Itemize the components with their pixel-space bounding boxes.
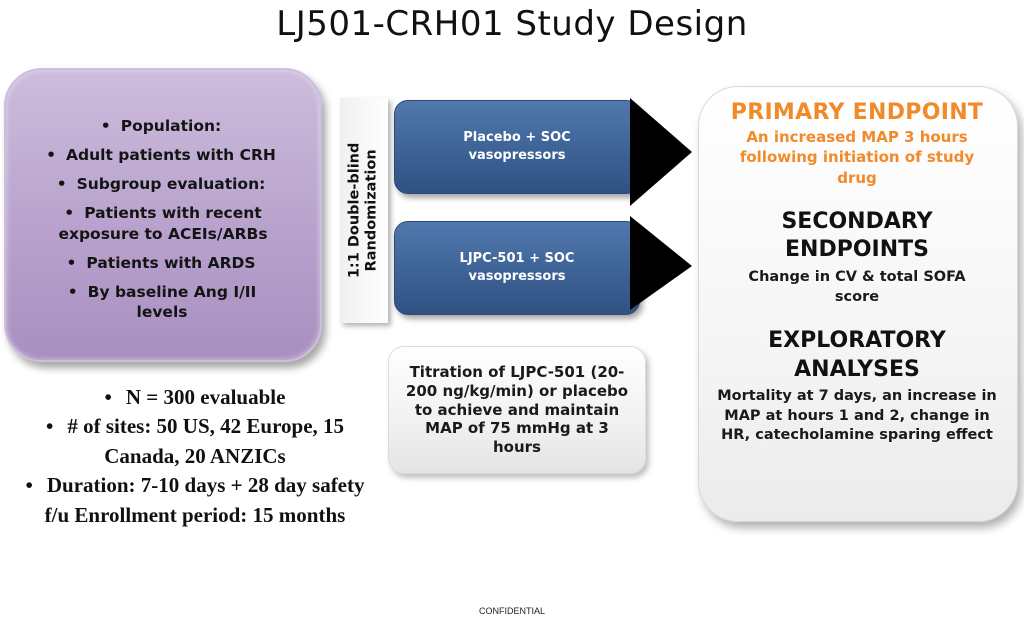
slide-title: LJ501-CRH01 Study Design <box>276 4 748 44</box>
randomization-box <box>340 98 388 323</box>
arm-label-line1: Placebo + SOC <box>463 130 571 146</box>
arrows <box>630 98 692 310</box>
arm-label-line1: LJPC-501 + SOC <box>459 251 575 267</box>
study-facts-list: •N = 300 evaluable •# of sites: 50 US, 4… <box>20 383 370 530</box>
endpoints-content: PRIMARY ENDPOINT An increased MAP 3 hour… <box>698 100 1016 446</box>
randomization-line1: 1:1 Double-blind <box>346 142 363 279</box>
population-item: •By baseline Ang I/II levels <box>67 282 257 322</box>
randomization-line2: Randomization <box>364 149 381 272</box>
population-item: •Subgroup evaluation: <box>56 174 266 193</box>
population-item: •Patients with recent exposure to ACEIs/… <box>58 203 268 243</box>
study-fact: •# of sites: 50 US, 42 Europe, 15 Canada… <box>45 414 345 468</box>
arm-label-line2: vasopressors <box>468 269 566 284</box>
endpoints-box <box>698 86 1018 522</box>
population-list: •Population: •Adult patients with CRH •S… <box>4 116 318 331</box>
primary-endpoint-title: PRIMARY ENDPOINT <box>730 100 984 125</box>
study-fact: •N = 300 evaluable <box>104 385 286 409</box>
titration-box: Titration of LJPC-501 (20-200 ng/kg/min)… <box>388 346 646 474</box>
exploratory-analyses-title: EXPLORATORY ANALYSES <box>768 328 946 382</box>
placebo-arm-box: Placebo + SOC vasopressors <box>394 100 640 194</box>
population-box <box>4 68 322 362</box>
arm-label-line2: vasopressors <box>468 148 566 163</box>
confidential-footer: CONFIDENTIAL <box>478 606 545 616</box>
study-fact: •Duration: 7-10 days + 28 day safety f/u… <box>25 473 365 527</box>
primary-endpoint-desc: An increased MAP 3 hours following initi… <box>739 128 975 187</box>
population-item: •Adult patients with CRH <box>46 145 276 164</box>
ljpc-arm-box: LJPC-501 + SOC vasopressors <box>394 221 640 315</box>
population-item: •Patients with ARDS <box>66 253 256 272</box>
exploratory-analyses-desc: Mortality at 7 days, an increase in MAP … <box>717 388 997 444</box>
arrow-right-icon <box>630 216 692 310</box>
randomization-label: 1:1 Double-blind Randomization <box>340 98 388 323</box>
secondary-endpoints-desc: Change in CV & total SOFA score <box>748 268 966 305</box>
titration-text: Titration of LJPC-501 (20-200 ng/kg/min)… <box>405 363 629 457</box>
population-item: •Population: <box>100 117 222 135</box>
arrow-right-icon <box>630 98 692 206</box>
secondary-endpoints-title: SECONDARY ENDPOINTS <box>781 208 933 263</box>
